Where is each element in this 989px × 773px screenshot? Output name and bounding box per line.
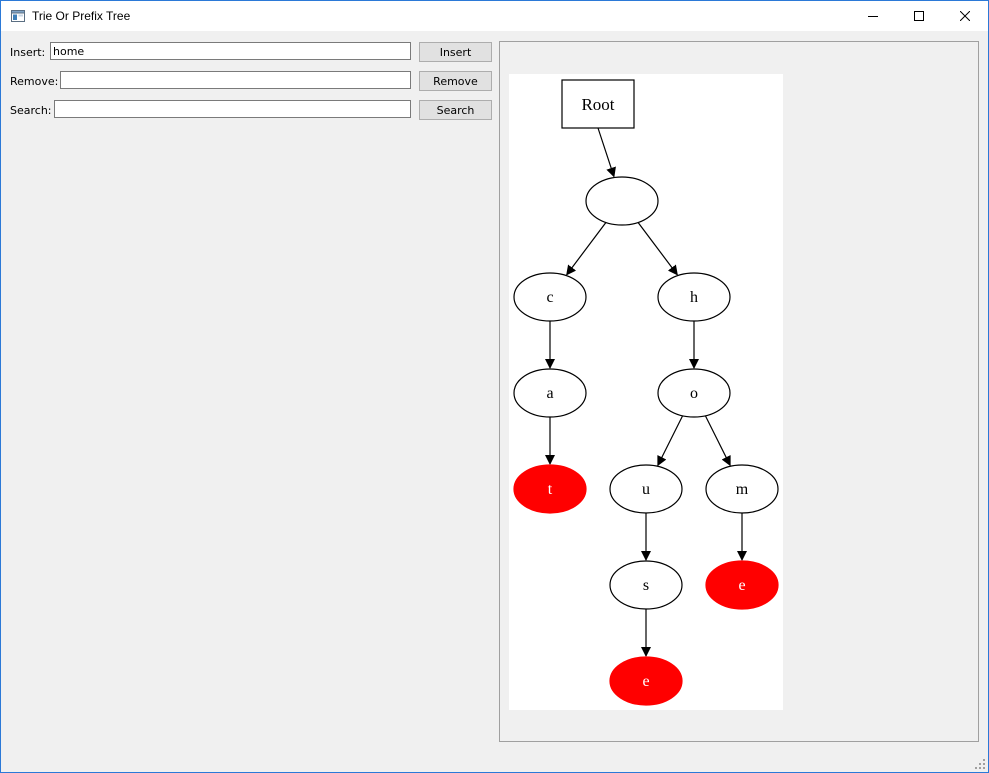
trie-edge — [637, 222, 678, 276]
trie-node-label: e — [738, 577, 745, 594]
trie-node: o — [657, 368, 731, 418]
trie-node-label: t — [548, 481, 553, 498]
trie-root-node: Root — [561, 79, 635, 129]
close-button[interactable] — [942, 1, 988, 31]
trie-node: u — [609, 464, 683, 514]
trie-node-label: o — [690, 385, 698, 402]
trie-node: s — [609, 560, 683, 610]
trie-node: h — [657, 272, 731, 322]
trie-end-node: t — [513, 464, 587, 514]
trie-node-label: c — [546, 289, 553, 306]
search-button[interactable]: Search — [419, 100, 492, 120]
trie-edge — [704, 415, 731, 467]
search-input[interactable] — [54, 100, 411, 118]
trie-node-label: s — [643, 577, 649, 594]
trie-end-node: e — [705, 560, 779, 610]
trie-node — [585, 176, 659, 226]
app-icon — [11, 10, 25, 22]
trie-node-label: u — [642, 481, 650, 498]
maximize-button[interactable] — [896, 1, 942, 31]
trie-node-label: m — [736, 481, 749, 498]
remove-button[interactable]: Remove — [419, 71, 492, 91]
trie-node-label: e — [642, 673, 649, 690]
remove-label: Remove: — [10, 75, 59, 88]
trie-edge — [657, 415, 684, 467]
insert-input[interactable] — [50, 42, 411, 60]
title-bar[interactable]: Trie Or Prefix Tree — [1, 1, 988, 31]
resize-grip-icon[interactable] — [975, 759, 985, 769]
trie-node-label: h — [690, 289, 698, 306]
graph-view-panel[interactable]: Root c h a o t u m s e e — [499, 41, 979, 742]
remove-input[interactable] — [60, 71, 411, 89]
trie-node-label: a — [546, 385, 553, 402]
close-icon — [960, 11, 970, 21]
minimize-icon — [868, 16, 878, 17]
minimize-button[interactable] — [850, 1, 896, 31]
trie-root-label: Root — [581, 95, 614, 114]
trie-graph: Root c h a o t u m s e e — [509, 74, 783, 710]
trie-edge — [566, 222, 607, 276]
window-title: Trie Or Prefix Tree — [32, 9, 131, 23]
insert-button[interactable]: Insert — [419, 42, 492, 62]
trie-end-node: e — [609, 656, 683, 706]
search-label: Search: — [10, 104, 52, 117]
insert-label: Insert: — [10, 46, 46, 59]
maximize-icon — [914, 11, 924, 21]
trie-node: c — [513, 272, 587, 322]
trie-edge — [597, 127, 616, 178]
trie-node: m — [705, 464, 779, 514]
trie-node: a — [513, 368, 587, 418]
